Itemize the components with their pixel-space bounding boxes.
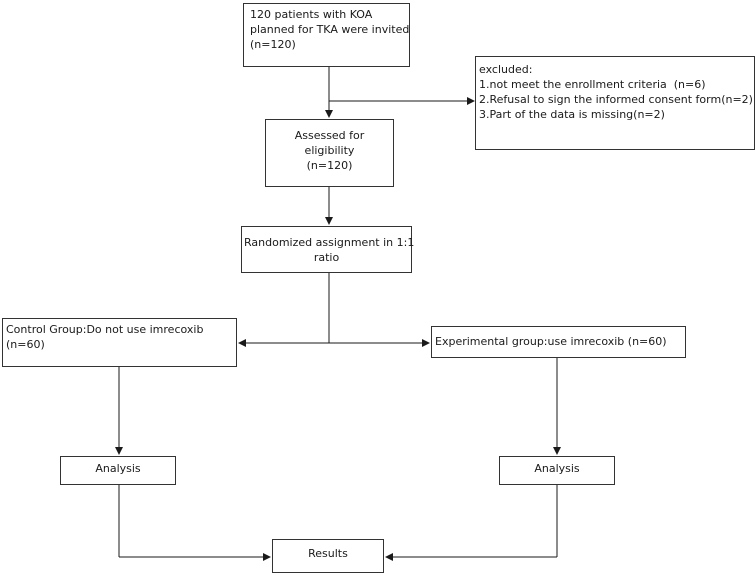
assessed-line-1: Assessed for bbox=[294, 129, 365, 142]
excluded-box: excluded: 1.not meet the enrollment crit… bbox=[475, 56, 755, 150]
control-group-box: Control Group:Do not use imrecoxib (n=60… bbox=[2, 318, 237, 367]
control-line-1: Control Group:Do not use imrecoxib bbox=[6, 323, 204, 336]
assessed-line-3: (n=120) bbox=[306, 159, 353, 172]
randomized-line-2: ratio bbox=[313, 251, 340, 264]
assessed-eligibility-box: Assessed for eligibility (n=120) bbox=[265, 119, 394, 187]
invited-line-1: 120 patients with KOA bbox=[250, 8, 373, 21]
excluded-line-2: 1.not meet the enrollment criteria (n=6) bbox=[479, 78, 706, 91]
invited-line-2: planned for TKA were invited bbox=[250, 23, 410, 36]
results-label: Results bbox=[308, 547, 348, 560]
assessed-line-2: eligibility bbox=[304, 144, 355, 157]
analysis-left-label: Analysis bbox=[95, 462, 141, 475]
randomized-box: Randomized assignment in 1:1 ratio bbox=[241, 226, 415, 273]
excluded-line-3: 2.Refusal to sign the informed consent f… bbox=[479, 93, 753, 106]
analysis-left-box: Analysis bbox=[60, 456, 176, 485]
experimental-group-box: Experimental group:use imrecoxib (n=60) bbox=[431, 326, 686, 358]
control-line-2: (n=60) bbox=[6, 338, 45, 351]
experimental-line-1: Experimental group:use imrecoxib (n=60) bbox=[435, 335, 667, 348]
results-box: Results bbox=[272, 539, 384, 573]
randomized-line-1: Randomized assignment in 1:1 bbox=[244, 236, 415, 249]
analysis-right-label: Analysis bbox=[534, 462, 580, 475]
invited-line-3: (n=120) bbox=[250, 38, 296, 51]
excluded-line-4: 3.Part of the data is missing(n=2) bbox=[479, 108, 665, 121]
excluded-line-1: excluded: bbox=[479, 63, 533, 76]
analysis-right-box: Analysis bbox=[499, 456, 615, 485]
invited-patients-box: 120 patients with KOA planned for TKA we… bbox=[243, 3, 410, 67]
